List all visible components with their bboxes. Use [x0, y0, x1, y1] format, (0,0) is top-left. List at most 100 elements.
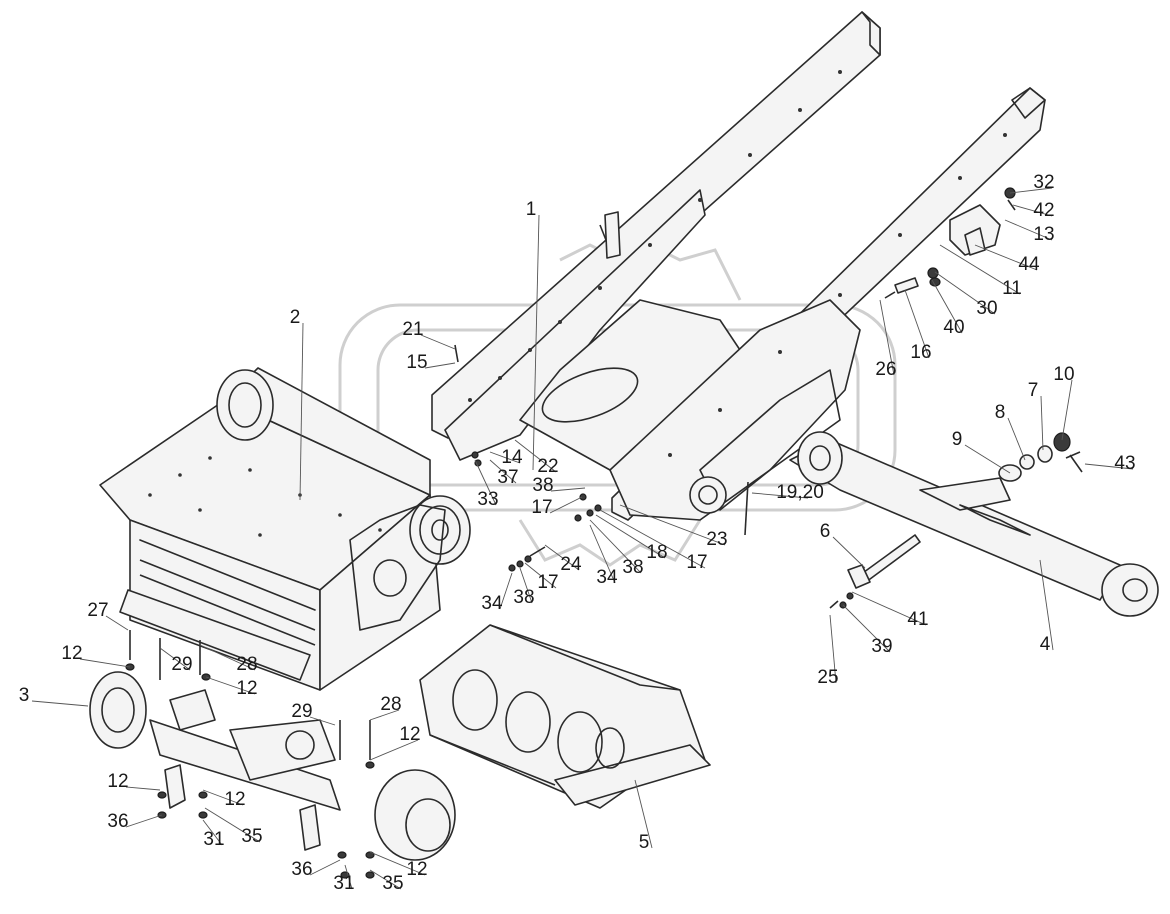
leader-line [125, 814, 163, 828]
callout-label: 13 [1033, 224, 1054, 245]
leader-line [420, 334, 456, 350]
callout-label: 18 [646, 542, 667, 563]
leader-line [309, 859, 341, 876]
callout-label: 10 [1053, 364, 1074, 385]
leader-line [974, 244, 1038, 271]
callout-label: 9 [952, 429, 963, 450]
callout-label: 40 [943, 317, 964, 338]
leader-line [489, 459, 517, 484]
leader-line [634, 779, 653, 849]
leader-line [550, 487, 586, 492]
leader-line [589, 519, 642, 574]
callout-label: 12 [236, 678, 257, 699]
leader-line [524, 562, 557, 589]
callout-label: 19,20 [776, 482, 824, 503]
leader-line [1007, 417, 1026, 461]
leader-line [939, 244, 1021, 295]
callout-label: 12 [107, 771, 128, 792]
callout-label: 11 [1002, 278, 1022, 299]
callout-label: 28 [236, 654, 257, 675]
leader-line [159, 647, 191, 671]
roller-bed [419, 624, 711, 809]
callout-label: 36 [291, 859, 312, 880]
leader-line [202, 819, 223, 846]
callout-label: 2 [290, 307, 301, 328]
leader-lines [31, 187, 1134, 890]
pin [847, 534, 921, 589]
callout-label: 1 [526, 199, 537, 220]
callout-label: 36 [107, 811, 128, 832]
callout-label: 27 [87, 600, 108, 621]
callout-label: 38 [532, 475, 553, 496]
callout-label: 24 [560, 554, 582, 575]
leader-line [31, 700, 89, 707]
leader-line [344, 864, 353, 890]
callout-label: 4 [1040, 634, 1051, 655]
leader-line [369, 709, 400, 721]
leader-line [934, 271, 996, 315]
leader-line [519, 567, 533, 604]
leader-line [204, 807, 261, 843]
callout-label: 12 [61, 643, 82, 664]
callout-label: 29 [171, 654, 192, 675]
leader-line [1012, 204, 1053, 217]
callout-label: 44 [1018, 254, 1040, 275]
leader-line [424, 362, 456, 369]
callout-label: 34 [481, 593, 503, 614]
leader-line [489, 451, 521, 464]
leader-line [931, 279, 963, 334]
callout-label: 15 [406, 352, 427, 373]
leader-line [79, 658, 131, 668]
leader-line [544, 544, 580, 571]
washer-stack [998, 432, 1071, 482]
callout-label: 12 [406, 859, 427, 880]
leader-line [842, 604, 891, 653]
leader-line [904, 289, 930, 359]
leader-line [851, 591, 927, 626]
callout-label: 38 [622, 557, 643, 578]
callout-label: 6 [820, 521, 831, 542]
callout-label: 39 [871, 636, 892, 657]
leader-line [199, 644, 256, 671]
leader-line [1040, 395, 1044, 451]
leader-line [595, 514, 666, 559]
callout-label: 16 [910, 342, 931, 363]
callout-label: 30 [976, 298, 997, 319]
callout-label: 12 [224, 789, 245, 810]
leader-line [369, 739, 419, 761]
callout-label: 17 [531, 497, 552, 518]
callout-label: 34 [596, 567, 618, 588]
callout-label: 42 [1033, 200, 1054, 221]
leader-line [369, 851, 426, 876]
main-frame [431, 11, 1046, 521]
bolt-43 [1065, 451, 1083, 473]
callout-label: 43 [1114, 453, 1135, 474]
callout-label: 17 [686, 552, 707, 573]
leader-line [751, 492, 809, 499]
leader-line [1039, 559, 1054, 651]
callout-label: 41 [907, 609, 928, 630]
callout-label: 38 [513, 587, 534, 608]
leader-line [125, 786, 161, 791]
bracket-assembly [884, 187, 1016, 299]
callout-label: 23 [706, 529, 727, 550]
leader-line [549, 496, 583, 514]
leader-line [532, 214, 540, 471]
callout-label: 25 [817, 667, 838, 688]
callout-label: 17 [537, 572, 558, 593]
leader-line [1061, 379, 1073, 441]
leader-line [589, 524, 616, 584]
leader-line [1004, 219, 1053, 241]
callout-label: 33 [477, 489, 498, 510]
leader-line [369, 869, 402, 890]
callout-label: 26 [875, 359, 896, 380]
leader-line [474, 459, 497, 506]
leader-line [309, 716, 336, 726]
callout-label: 31 [333, 873, 354, 894]
callout-label: 3 [19, 685, 30, 706]
conveyor-housing [99, 367, 471, 691]
callout-label: 12 [399, 724, 420, 745]
